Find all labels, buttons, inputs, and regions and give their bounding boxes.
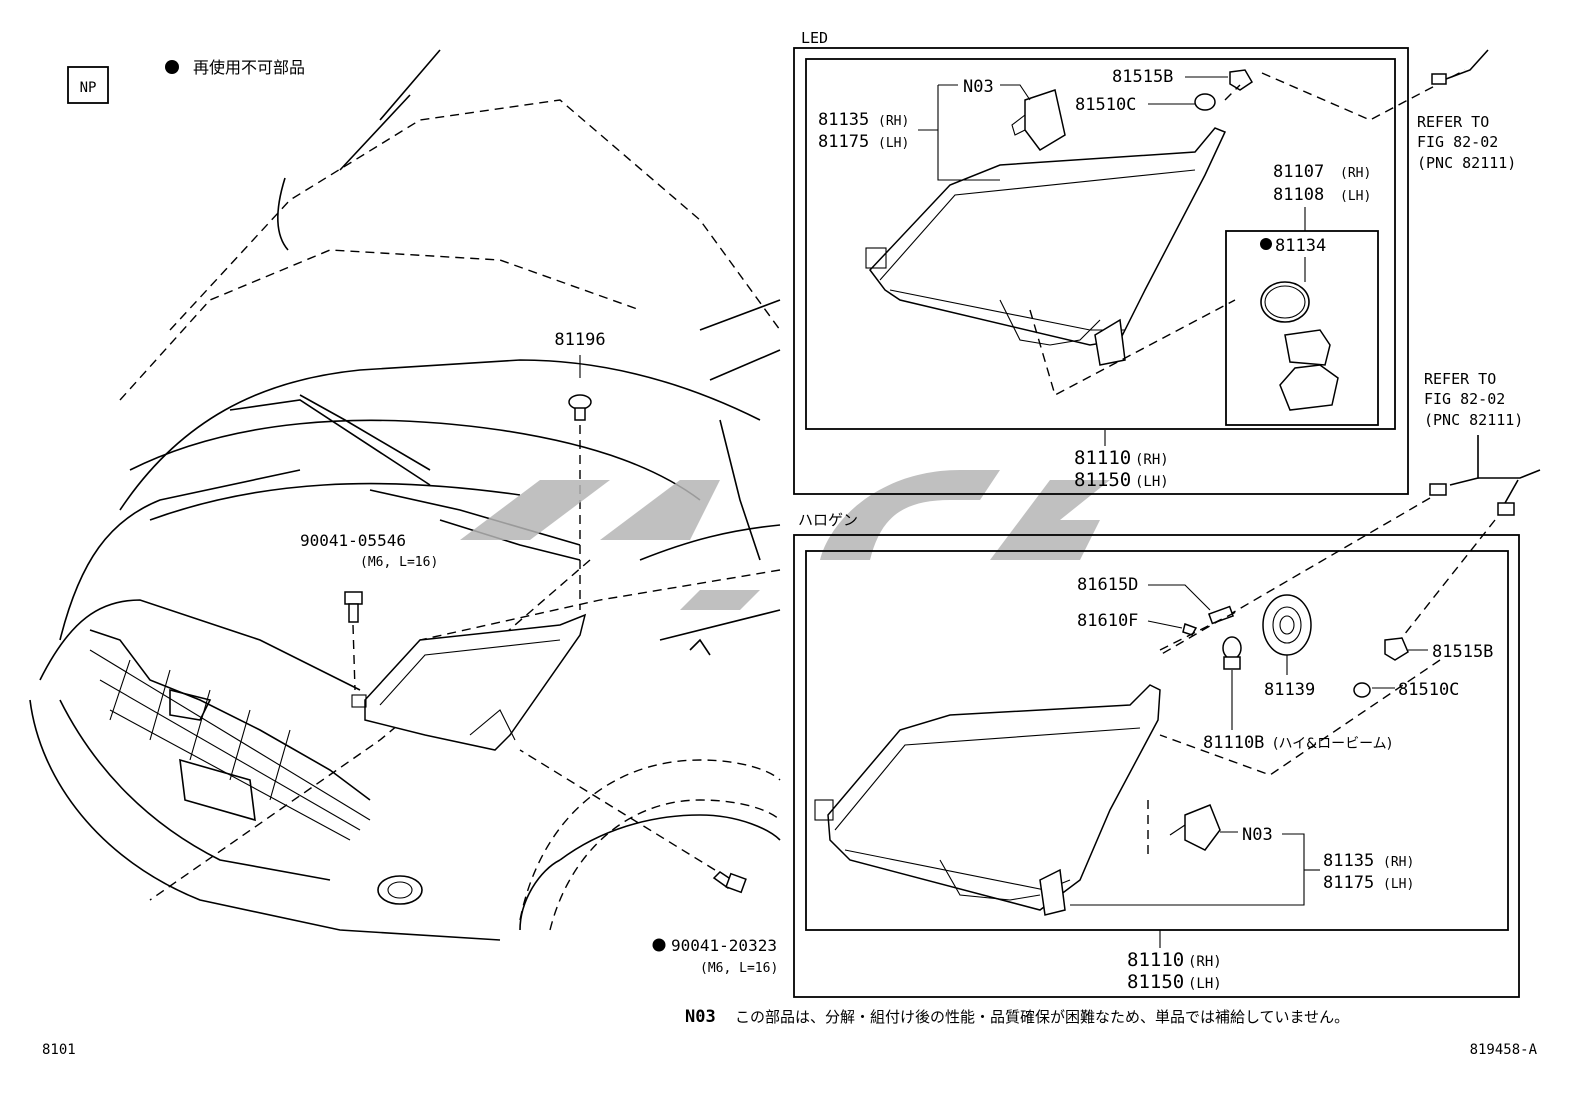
footnote-text: この部品は、分解・組付け後の性能・品質確保が困難なため、単品では補給していません… bbox=[735, 1008, 1349, 1026]
halogen-81110b-note: (ハイ&ロービーム) bbox=[1273, 736, 1392, 752]
non-reusable-bullet-icon bbox=[1260, 238, 1272, 250]
led-headlamp-assembly bbox=[865, 127, 1227, 366]
led-81108-side: (LH) bbox=[1340, 189, 1371, 204]
led-81135-label: 81135 bbox=[818, 110, 869, 130]
halogen-81110-label: 81110 bbox=[1127, 949, 1184, 971]
cover-cap-icon bbox=[1279, 364, 1339, 411]
bulb-81510c-icon bbox=[1194, 93, 1216, 111]
led-81175-side: (LH) bbox=[878, 136, 909, 151]
led-81150-side: (LH) bbox=[1135, 474, 1169, 490]
bulb-81610f-icon bbox=[1182, 623, 1198, 636]
halogen-outer-frame bbox=[793, 534, 1520, 998]
led-81108-label: 81108 bbox=[1273, 185, 1324, 205]
connector-top-icon bbox=[1431, 49, 1489, 85]
non-reusable-bullet-icon bbox=[652, 938, 666, 952]
non-reusable-bullet-icon bbox=[165, 60, 179, 74]
led-81135-side: (RH) bbox=[878, 114, 909, 129]
bolt-90041-05546-icon bbox=[344, 591, 363, 623]
page-code: 8101 bbox=[42, 1042, 76, 1058]
led-refer-line3: (PNC 82111) bbox=[1417, 154, 1516, 172]
halogen-81615d-label: 81615D bbox=[1077, 575, 1138, 595]
halogen-n03-label: N03 bbox=[1242, 825, 1273, 845]
n03-bulb-halogen-icon bbox=[1169, 804, 1221, 851]
part-90041-05546-spec: (M6, L=16) bbox=[360, 555, 438, 570]
bulb-81510c-halogen-icon bbox=[1353, 682, 1371, 698]
cap-81139-icon bbox=[1262, 594, 1312, 656]
led-refer-line2: FIG 82-02 bbox=[1417, 133, 1498, 151]
halogen-81150-side: (LH) bbox=[1188, 976, 1222, 992]
halogen-81135-label: 81135 bbox=[1323, 851, 1374, 871]
np-box bbox=[67, 66, 109, 104]
led-81107-label: 81107 bbox=[1273, 162, 1324, 182]
part-90041-20323-spec: (M6, L=16) bbox=[700, 961, 778, 976]
socket-81515b-icon bbox=[1229, 69, 1254, 91]
halogen-refer-line2: FIG 82-02 bbox=[1424, 390, 1505, 408]
wire-harness-icon bbox=[1429, 435, 1541, 516]
bulb-81615d-icon bbox=[1207, 605, 1235, 625]
figure-code: 819458-A bbox=[1470, 1042, 1538, 1058]
bulb-81110b-icon bbox=[1222, 636, 1242, 670]
part-90041-20323-label: 90041-20323 bbox=[671, 936, 777, 955]
led-module-icon bbox=[1284, 329, 1331, 366]
halogen-81515b-label: 81515B bbox=[1432, 642, 1493, 662]
halogen-81135-side: (RH) bbox=[1383, 855, 1414, 870]
halogen-81110b-label: 81110B bbox=[1203, 733, 1264, 753]
led-81510c-label: 81510C bbox=[1075, 95, 1136, 115]
halogen-section-title: ハロゲン bbox=[798, 511, 858, 529]
n03-bulb-led-icon bbox=[1011, 89, 1066, 151]
halogen-81175-side: (LH) bbox=[1383, 877, 1414, 892]
led-81110-side: (RH) bbox=[1135, 452, 1169, 468]
halogen-81175-label: 81175 bbox=[1323, 873, 1374, 893]
halogen-refer-line3: (PNC 82111) bbox=[1424, 411, 1523, 429]
halogen-81610f-label: 81610F bbox=[1077, 611, 1138, 631]
socket-81515b-halogen-icon bbox=[1384, 637, 1409, 661]
led-81110-label: 81110 bbox=[1074, 447, 1131, 469]
part-90041-05546-label: 90041-05546 bbox=[300, 531, 406, 550]
footnote-code: N03 bbox=[685, 1007, 716, 1027]
part-81196-label: 81196 bbox=[554, 330, 605, 350]
led-inner-frame bbox=[805, 58, 1396, 430]
led-outer-frame bbox=[793, 47, 1409, 495]
clip-81196-icon bbox=[568, 394, 592, 421]
led-refer-line1: REFER TO bbox=[1417, 113, 1489, 131]
halogen-81139-label: 81139 bbox=[1264, 680, 1315, 700]
led-81150-label: 81150 bbox=[1074, 469, 1131, 491]
led-81175-label: 81175 bbox=[818, 132, 869, 152]
led-81107-side: (RH) bbox=[1340, 166, 1371, 181]
halogen-81110-side: (RH) bbox=[1188, 954, 1222, 970]
led-81515b-label: 81515B bbox=[1112, 67, 1173, 87]
np-label: NP bbox=[80, 80, 97, 96]
vehicle-illustration bbox=[29, 49, 781, 941]
led-81134-label: 81134 bbox=[1275, 236, 1326, 256]
o-ring-icon bbox=[1260, 281, 1310, 323]
halogen-headlamp-assembly bbox=[814, 684, 1161, 916]
led-kit-frame bbox=[1225, 230, 1379, 426]
bolt-90041-20323-icon bbox=[712, 871, 747, 894]
halogen-81510c-label: 81510C bbox=[1398, 680, 1459, 700]
halogen-81150-label: 81150 bbox=[1127, 971, 1184, 993]
halogen-inner-frame bbox=[805, 550, 1509, 931]
halogen-refer-line1: REFER TO bbox=[1424, 370, 1496, 388]
watermark-logo bbox=[460, 470, 1110, 610]
led-section-title: LED bbox=[801, 29, 828, 47]
led-n03-label: N03 bbox=[963, 77, 994, 97]
legend-text: 再使用不可部品 bbox=[193, 58, 305, 77]
